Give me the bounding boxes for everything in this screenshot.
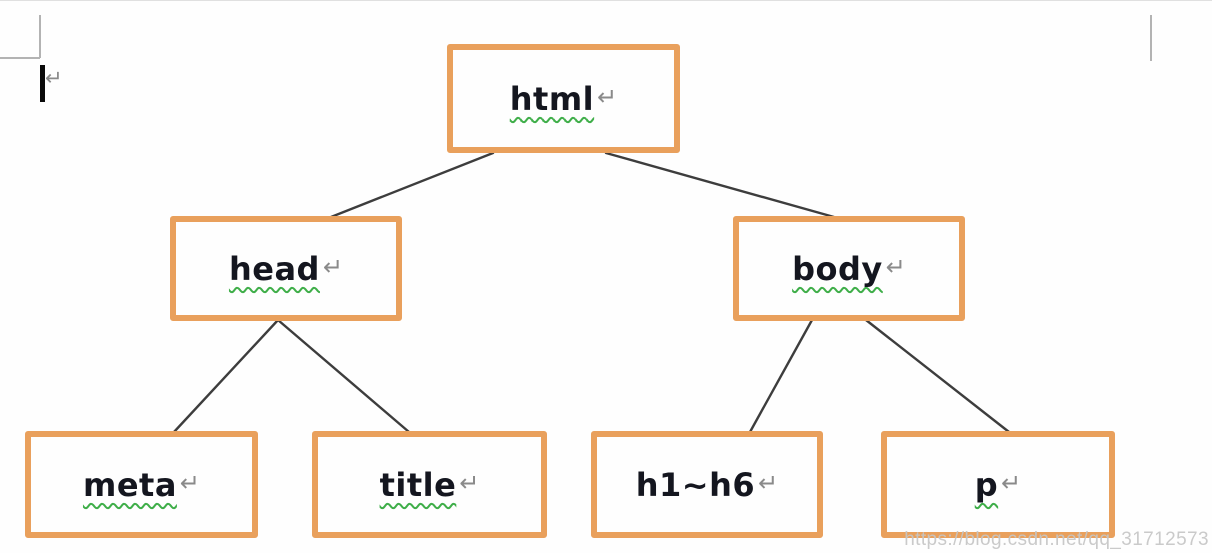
node-title[interactable]: title ↵ [312, 431, 547, 538]
node-meta-label: meta [82, 465, 177, 504]
node-head-label: head [228, 249, 320, 288]
node-h1h6[interactable]: h1~h6 ↵ [591, 431, 823, 538]
node-html[interactable]: html ↵ [447, 44, 680, 153]
edge-body-h1h6 [748, 318, 814, 434]
node-body[interactable]: body ↵ [733, 216, 965, 321]
node-p-label: p [974, 465, 999, 504]
paragraph-mark-icon: ↵ [179, 468, 201, 497]
page-margin-mark-top-left-horizontal [0, 57, 40, 59]
node-meta[interactable]: meta ↵ [25, 431, 258, 538]
csdn-watermark: https://blog.csdn.net/qq_31712573 [904, 529, 1209, 550]
paragraph-mark-icon: ↵ [758, 468, 779, 497]
page-margin-mark-top-right-vertical [1150, 15, 1152, 61]
edge-head-title [276, 318, 411, 434]
edge-html-head [329, 151, 495, 219]
edge-head-meta [172, 318, 280, 434]
paragraph-mark-icon: ↵ [885, 252, 906, 281]
node-html-label: html [509, 79, 595, 118]
edge-body-p [864, 318, 1011, 434]
page-margin-mark-top-left-vertical [39, 15, 41, 58]
node-p[interactable]: p ↵ [881, 431, 1115, 538]
paragraph-mark-icon: ↵ [597, 82, 618, 111]
node-title-label: title [379, 465, 457, 504]
paragraph-mark-icon: ↵ [1001, 468, 1022, 497]
node-body-label: body [792, 249, 883, 288]
edge-html-body [604, 151, 836, 219]
paragraph-mark-icon: ↵ [459, 468, 480, 497]
paragraph-mark-icon: ↵ [45, 66, 63, 90]
text-cursor[interactable] [40, 65, 45, 102]
node-head[interactable]: head ↵ [170, 216, 402, 321]
paragraph-mark-icon: ↵ [322, 252, 344, 281]
node-h1h6-label: h1~h6 [635, 465, 756, 504]
